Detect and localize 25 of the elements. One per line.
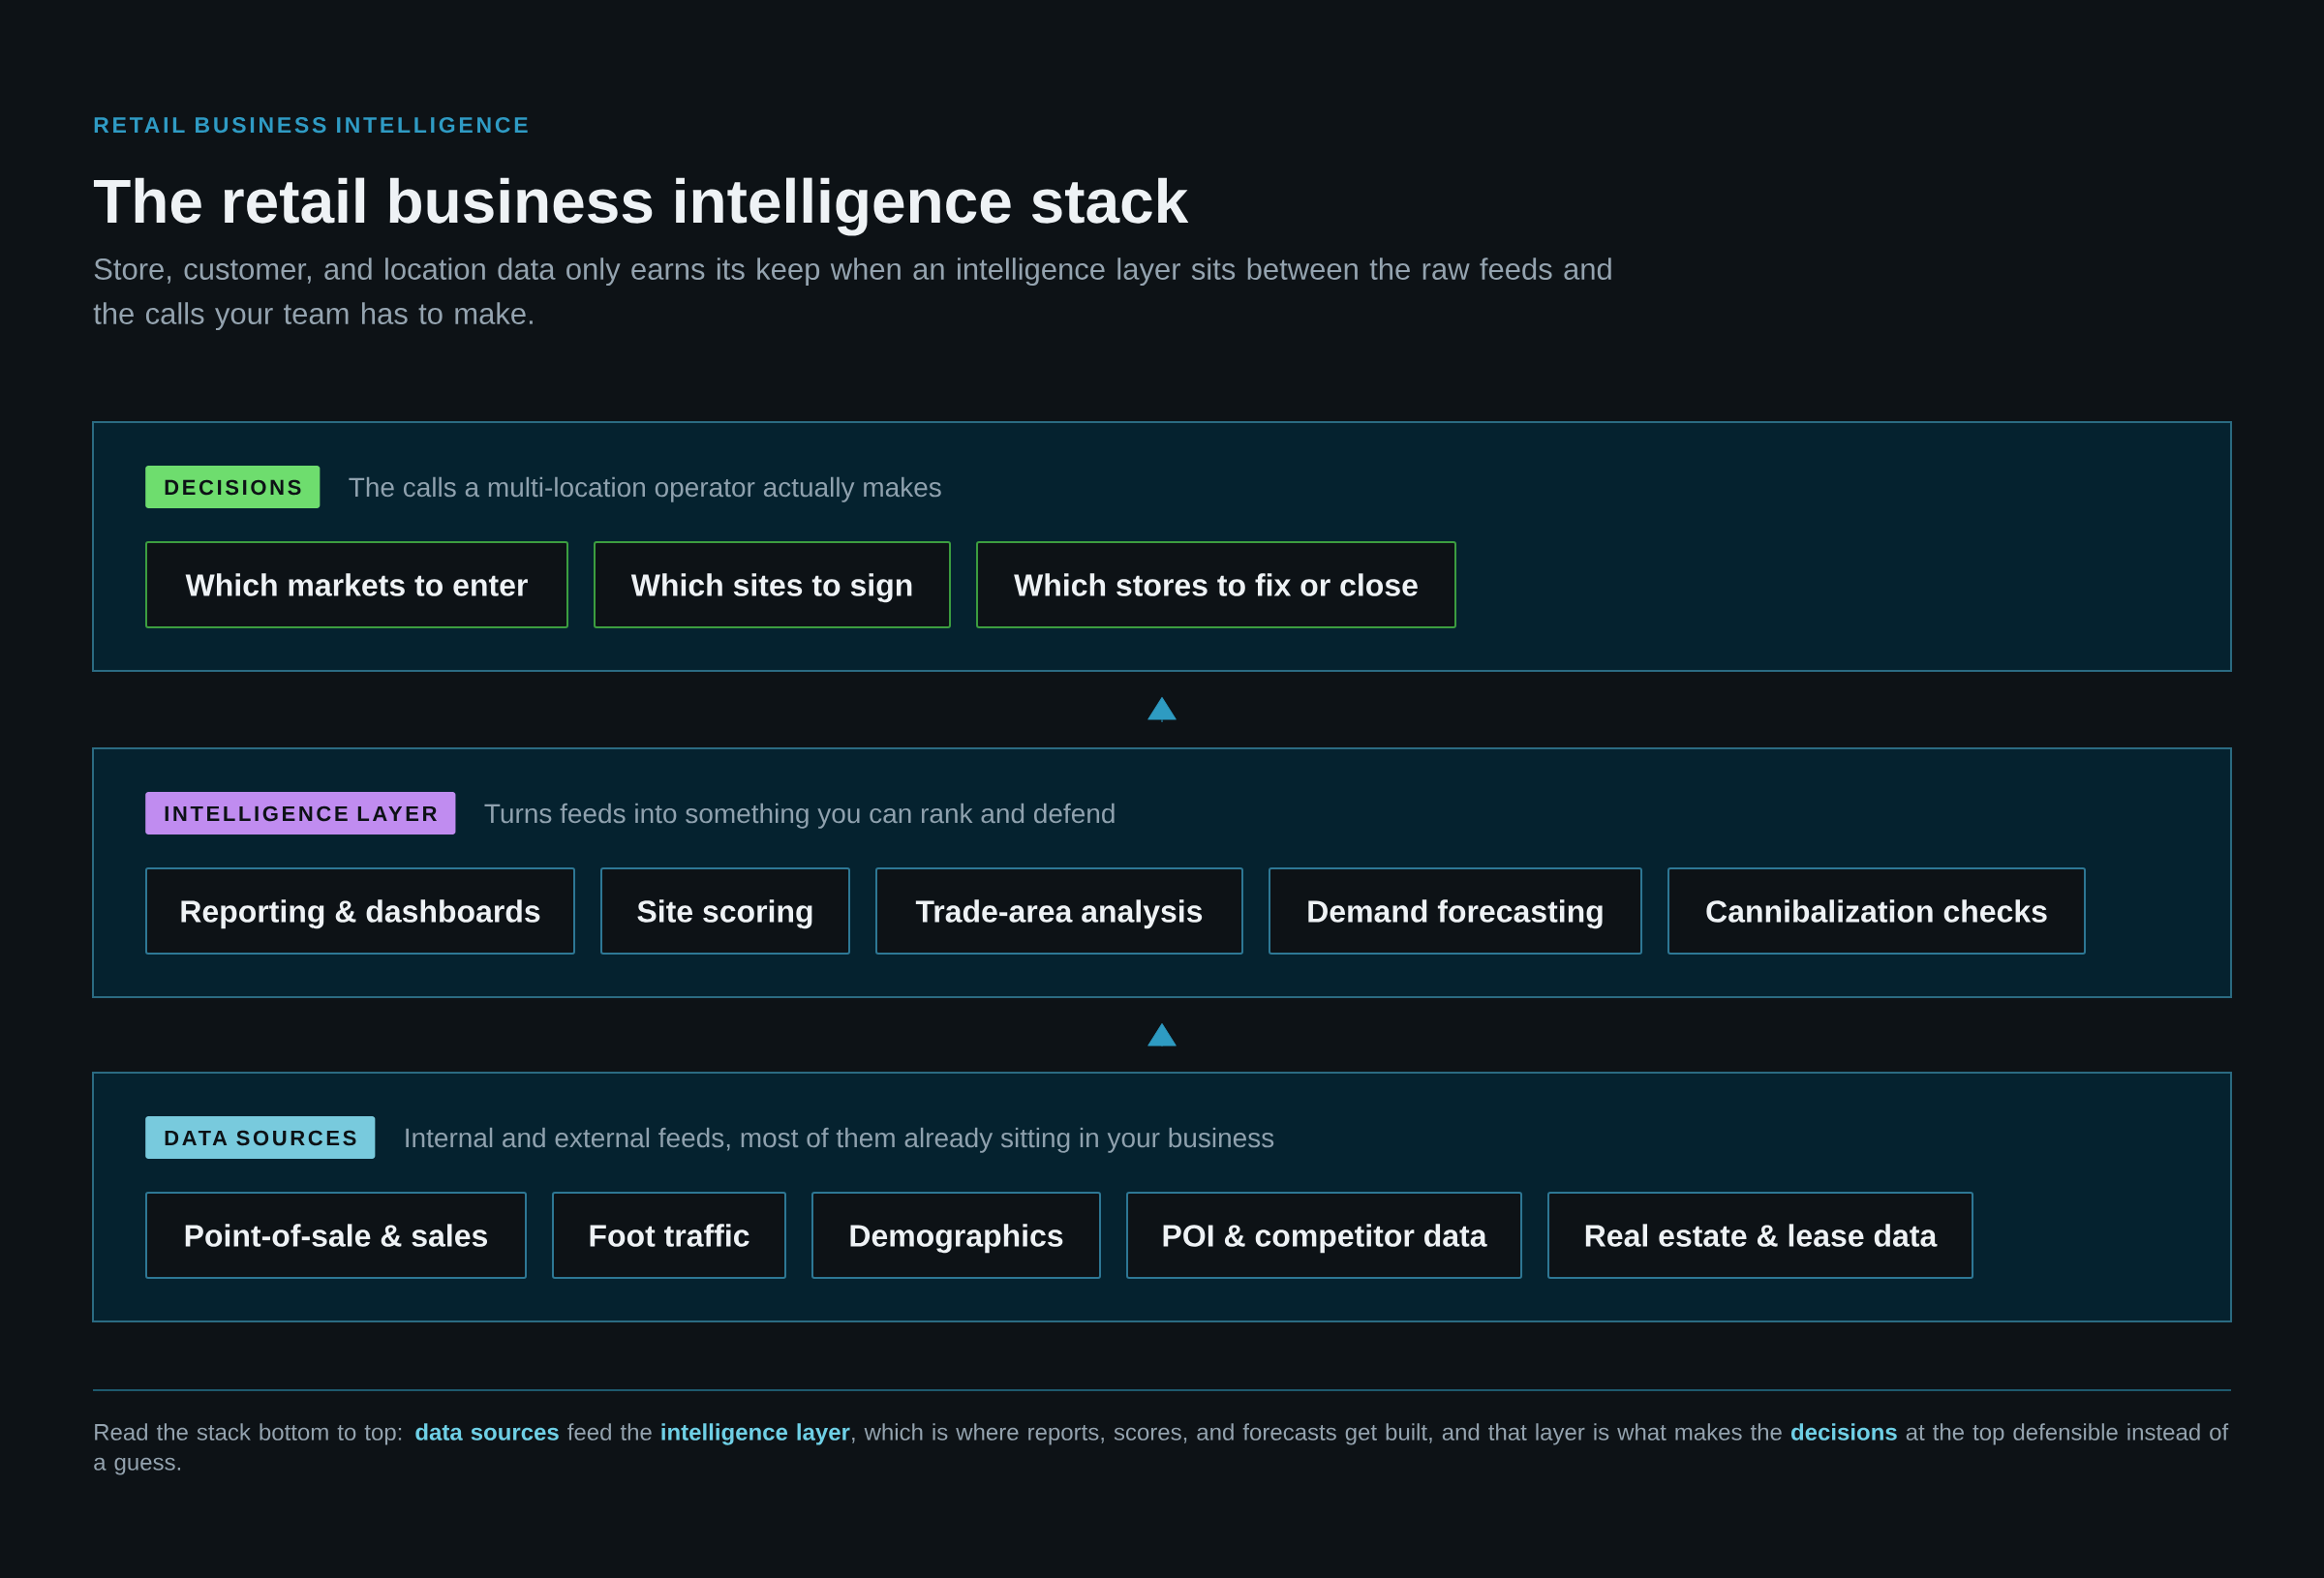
item-box: Cannibalization checks (1667, 867, 2087, 955)
item-box: Demographics (811, 1192, 1101, 1279)
layer-description: The calls a multi-location operator actually makes (349, 476, 941, 502)
item-box: Which sites to sign (594, 541, 951, 628)
eyebrow-label: RETAIL BUSINESS INTELLIGENCE (94, 116, 528, 134)
layer-description: Internal and external feeds, most of them already sitting in your business (406, 1127, 1274, 1153)
item-box: Real estate & lease data (1547, 1192, 1974, 1279)
item-box: Trade-area analysis (875, 867, 1243, 955)
title: The retail business intelligence stack (93, 177, 1189, 236)
item-box: Foot traffic (552, 1192, 786, 1279)
item-box: Reporting & dashboards (145, 867, 575, 955)
item-box: Site scoring (600, 867, 850, 955)
item-box: Point-of-sale & sales (145, 1192, 527, 1279)
layer-tag: DECISIONS (145, 466, 321, 508)
item-box: Which stores to fix or close (976, 541, 1456, 628)
layer-tag: INTELLIGENCE LAYER (145, 792, 456, 835)
layer-tag: DATA SOURCES (145, 1116, 376, 1159)
layer-description: Turns feeds into something you can rank and defend (484, 803, 1115, 829)
subtitle: Store, customer, and location data only earns its keep when an intelligence layer sits between the raw feeds and the calls your team has to make. (93, 258, 1611, 331)
footer-note: Read the stack bottom to top: data sources feed the intelligence layer, which is where reports, scores, and forecasts get built, and that layer is what makes the decisions at the top defensible instead of a guess. (94, 1423, 2229, 1475)
arrow (1147, 697, 1177, 723)
item-box: Which markets to enter (145, 541, 568, 628)
item-box: POI & competitor data (1126, 1192, 1522, 1279)
arrow (1147, 1023, 1177, 1047)
item-box: Demand forecasting (1269, 867, 1642, 955)
